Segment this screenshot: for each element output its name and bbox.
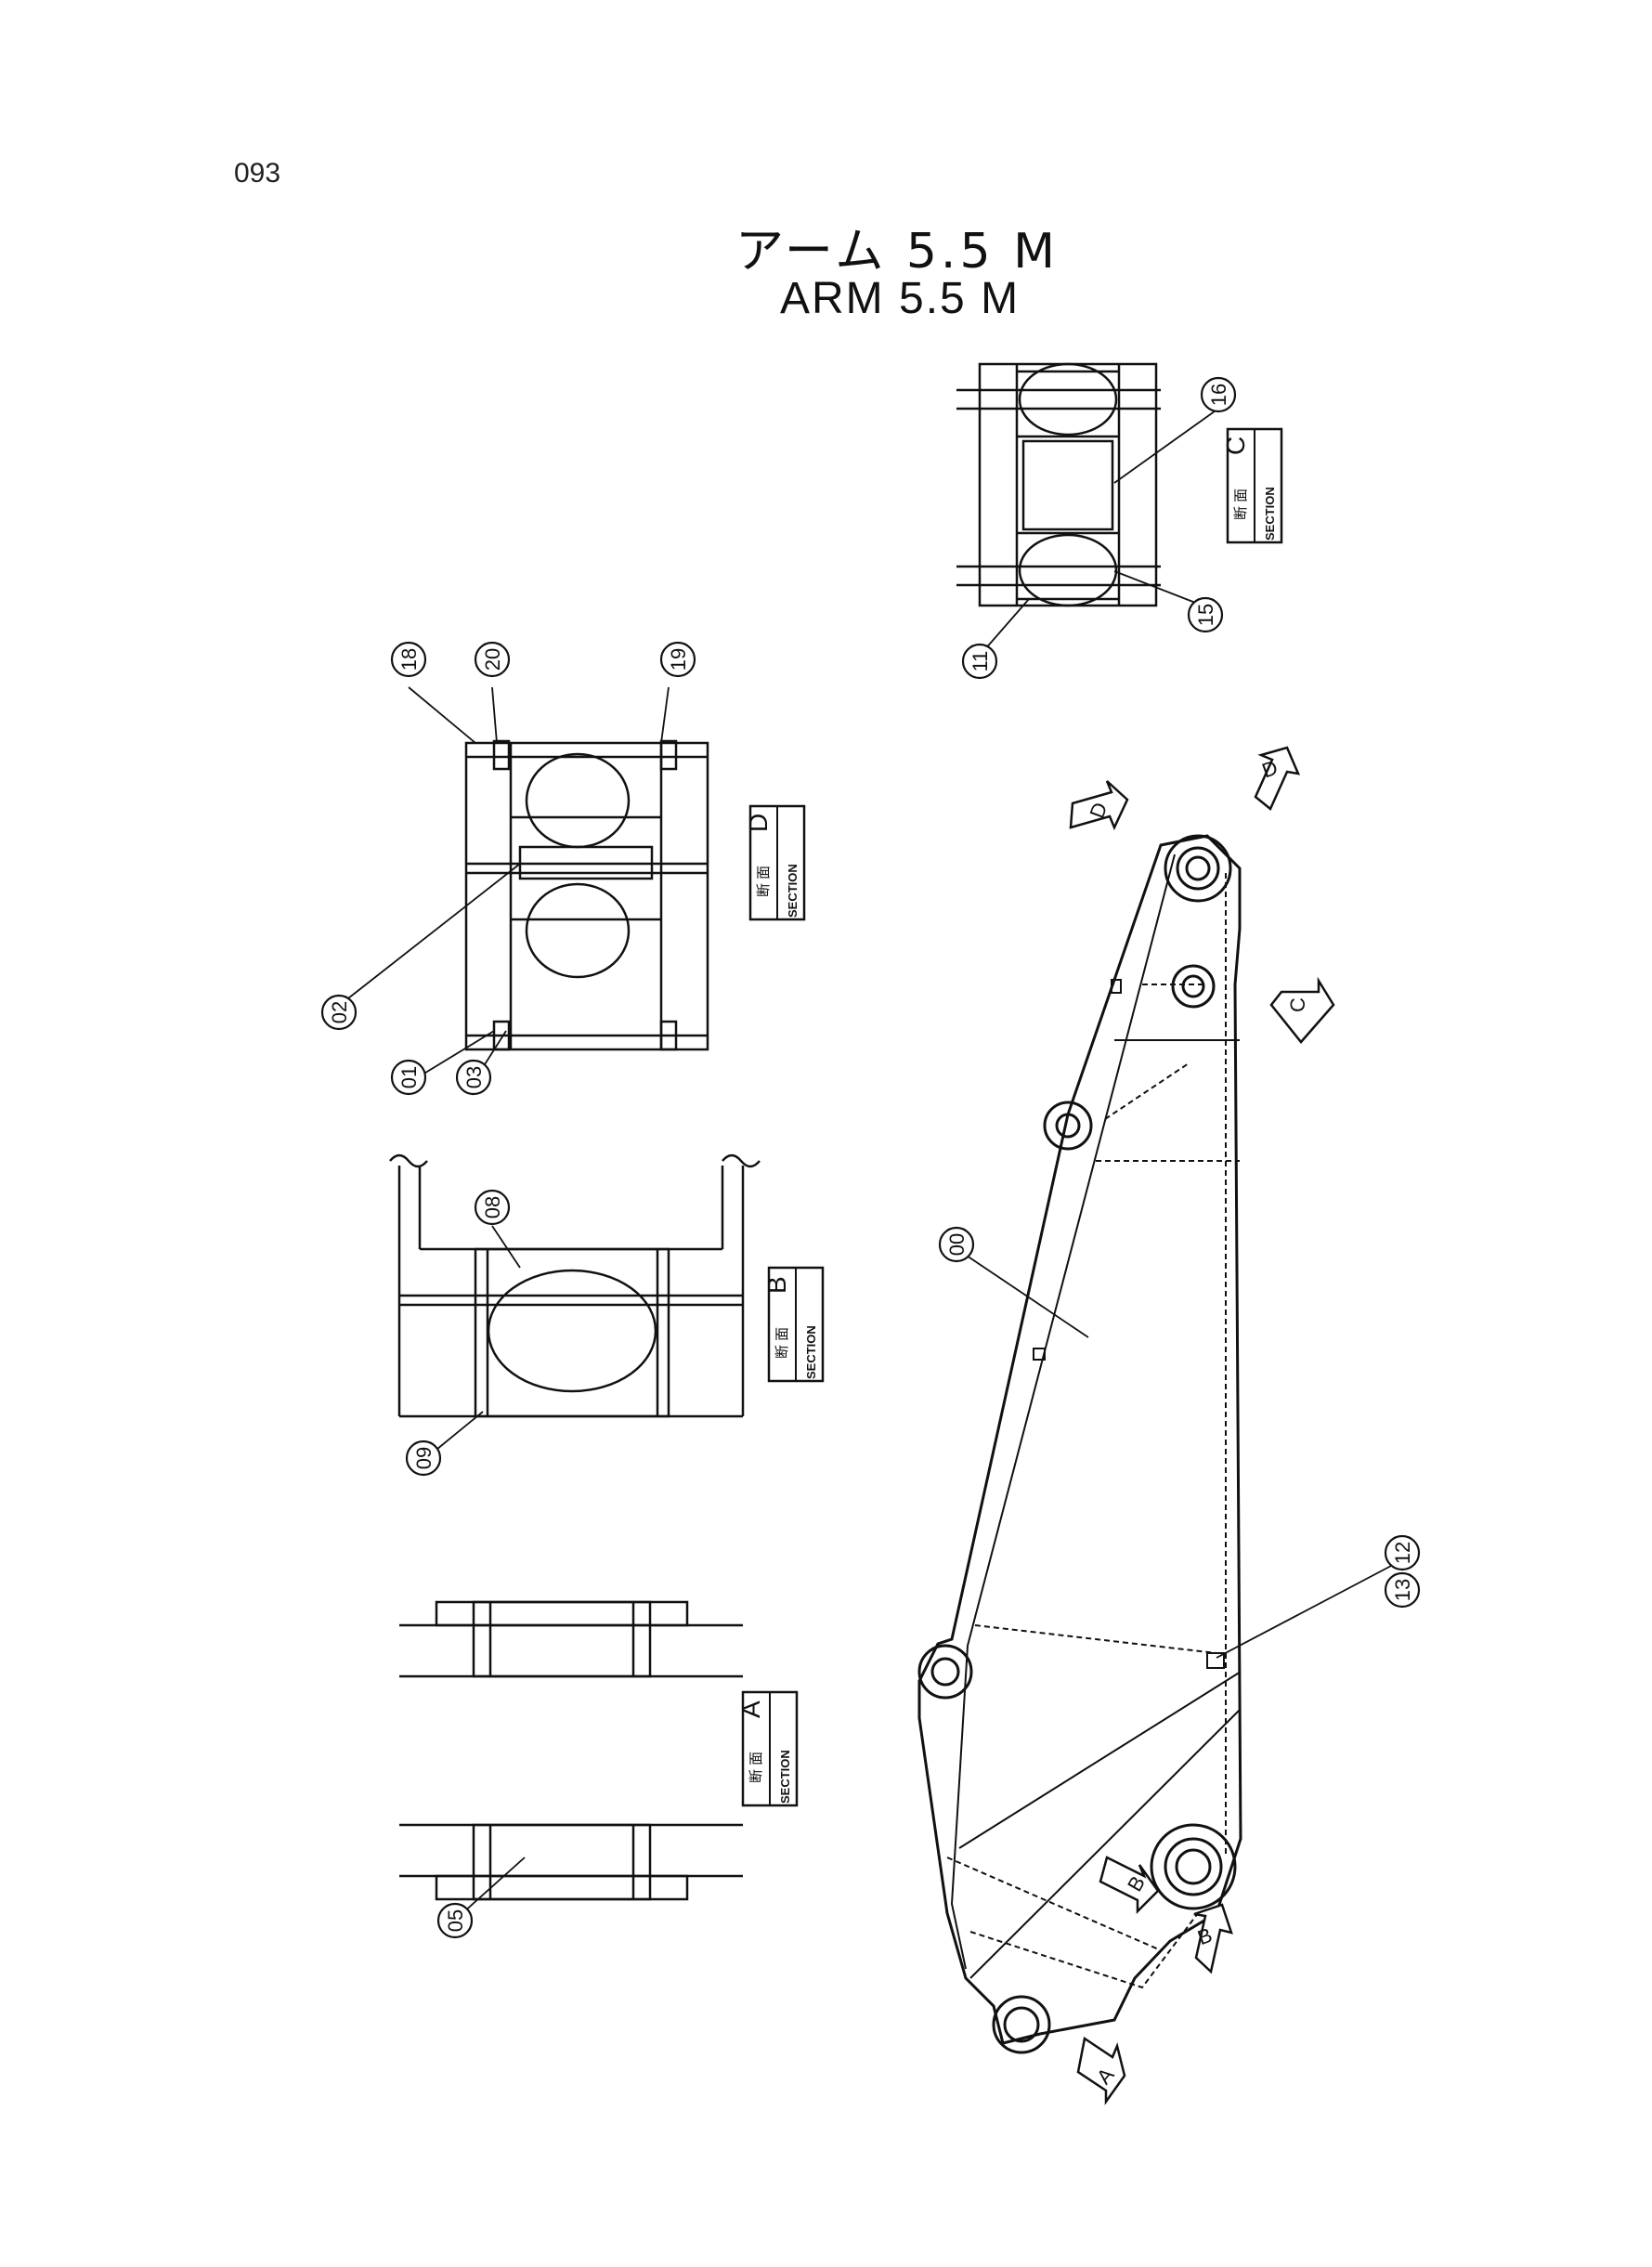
svg-text:断 面: 断 面	[774, 1327, 790, 1359]
callout-09: 09	[412, 1447, 436, 1469]
section-label-d: 断 面 SECTION D	[744, 804, 806, 921]
section-label-a: 断 面 SECTION A	[736, 1690, 799, 1807]
callout-03: 03	[462, 1066, 486, 1088]
callout-08: 08	[481, 1196, 504, 1218]
section-d-view	[464, 739, 709, 1051]
section-c-view	[956, 362, 1161, 607]
view-arrow-c: C	[1286, 997, 1309, 1012]
callout-05: 05	[444, 1909, 467, 1932]
callout-13: 13	[1391, 1579, 1414, 1601]
callout-12: 12	[1391, 1542, 1414, 1564]
title-english: ARM 5.5 M	[780, 274, 1021, 323]
section-a-view	[399, 1600, 743, 1901]
svg-text:C: C	[1221, 436, 1250, 455]
callout-15: 15	[1194, 604, 1217, 626]
svg-text:断 面: 断 面	[748, 1752, 764, 1783]
callout-20: 20	[481, 648, 504, 671]
callout-16: 16	[1207, 384, 1230, 406]
svg-text:断 面: 断 面	[1233, 489, 1249, 520]
svg-text:SECTION: SECTION	[1263, 487, 1277, 541]
callout-00: 00	[945, 1233, 969, 1256]
callout-11: 11	[969, 651, 992, 672]
callout-01: 01	[397, 1066, 421, 1088]
title-japanese: アーム 5.5 M	[735, 224, 1059, 280]
callout-18: 18	[397, 648, 421, 671]
svg-text:B: B	[762, 1276, 791, 1294]
svg-text:SECTION: SECTION	[804, 1325, 818, 1379]
svg-text:A: A	[736, 1700, 765, 1718]
section-label-c: 断 面 SECTION C	[1221, 427, 1283, 544]
svg-text:SECTION: SECTION	[786, 864, 800, 918]
arm-elevation	[917, 834, 1242, 2054]
svg-text:SECTION: SECTION	[778, 1750, 792, 1804]
section-b-view	[389, 1153, 761, 1418]
section-label-b: 断 面 SECTION B	[762, 1266, 825, 1383]
callout-02: 02	[328, 1001, 351, 1023]
svg-text:D: D	[744, 814, 773, 832]
page-number: 093	[234, 158, 281, 189]
callout-19: 19	[667, 648, 690, 671]
svg-text:断 面: 断 面	[756, 866, 772, 897]
